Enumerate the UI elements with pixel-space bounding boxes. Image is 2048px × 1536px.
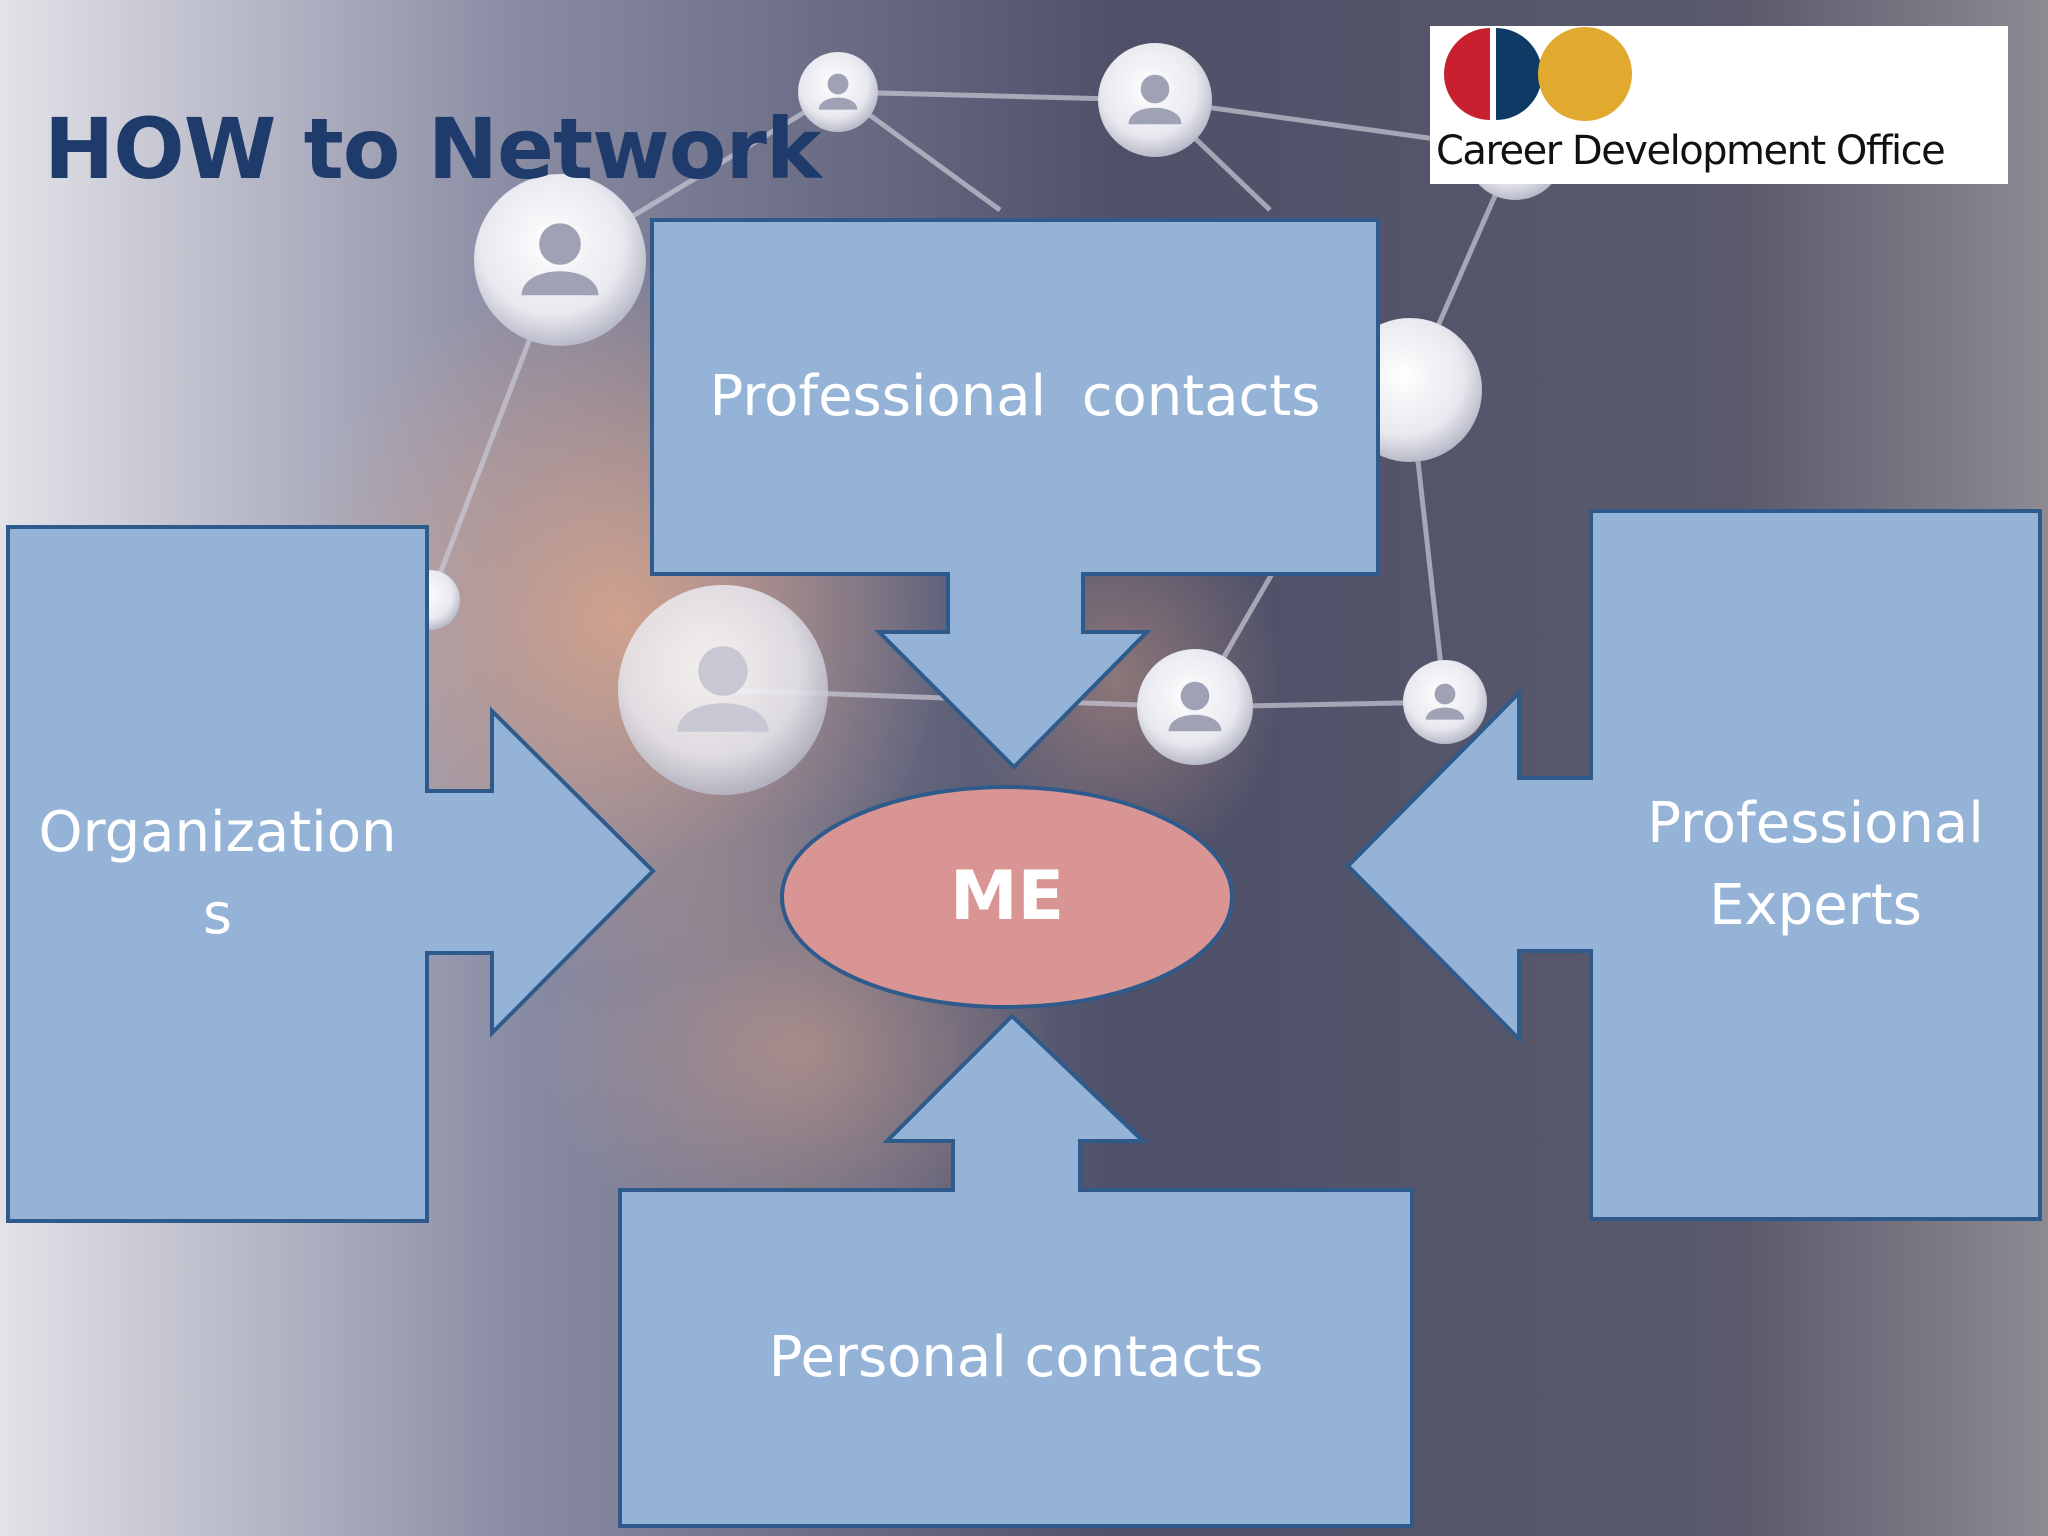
callout-label-personal-contacts: Personal contacts: [768, 1325, 1264, 1390]
callout-right-shape: [1345, 509, 2042, 1221]
logo-text: Career Development Office: [1436, 128, 1946, 174]
callout-label-professional-contacts: Professional contacts: [709, 364, 1321, 429]
callout-label-organizations: Organization s: [38, 800, 397, 947]
slide-title: HOW to Network: [44, 100, 822, 198]
career-office-logo: Career Development Office: [1430, 26, 2008, 184]
me-ellipse: [780, 785, 1234, 1009]
callout-bottom-shape: [618, 1013, 1414, 1528]
logo-mark-icon: [1444, 27, 1632, 121]
callout-label-professional-experts: Professional Experts: [1647, 791, 1984, 938]
me-label: ME: [949, 857, 1065, 936]
callout-left-shape: [6, 525, 656, 1223]
callout-top-shape: [650, 218, 1380, 770]
